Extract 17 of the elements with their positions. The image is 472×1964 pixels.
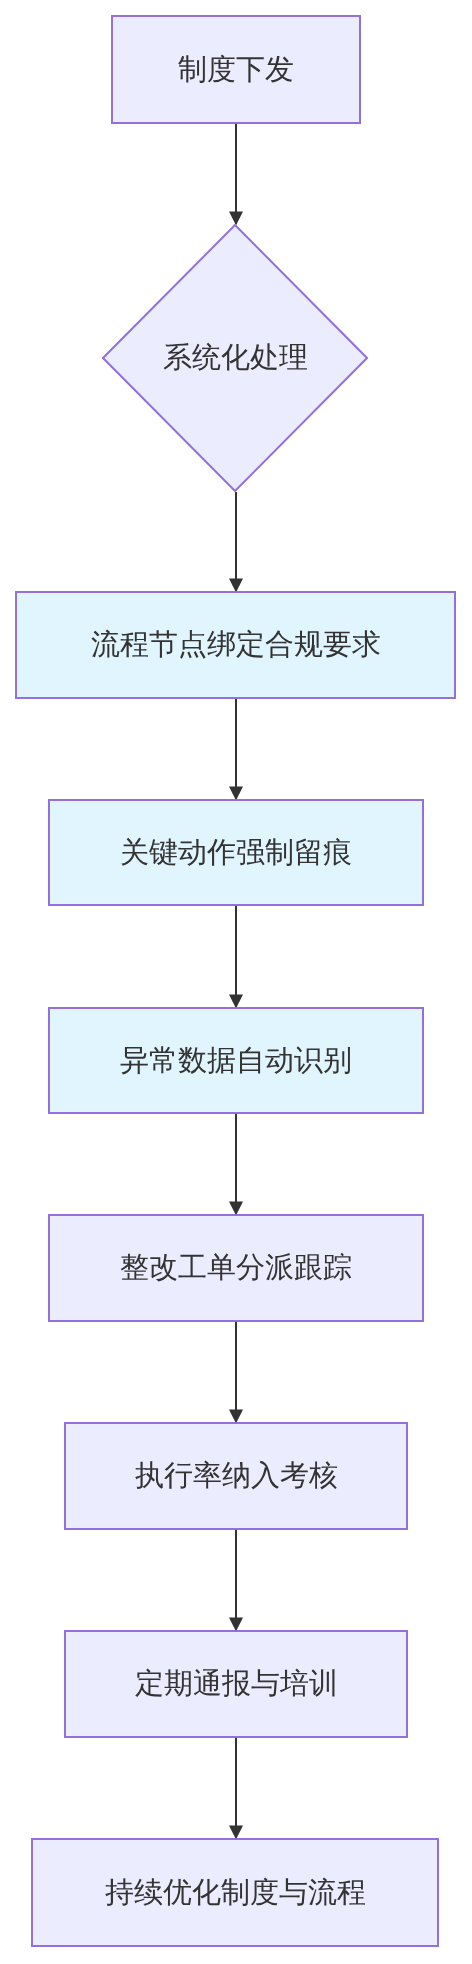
- process-box: 异常数据自动识别: [48, 1007, 424, 1114]
- process-box: 定期通报与培训: [64, 1630, 408, 1738]
- arrow: [229, 491, 243, 593]
- arrow: [229, 698, 243, 801]
- process-box: 执行率纳入考核: [64, 1422, 408, 1530]
- arrow: [229, 123, 243, 226]
- arrow: [229, 1737, 243, 1840]
- process-box: 关键动作强制留痕: [48, 799, 424, 906]
- arrow: [229, 905, 243, 1009]
- arrow: [229, 1113, 243, 1216]
- decision-diamond: 系统化处理: [102, 224, 368, 492]
- process-box: 持续优化制度与流程: [31, 1838, 439, 1947]
- arrow: [229, 1529, 243, 1632]
- arrow: [229, 1321, 243, 1424]
- process-box: 整改工单分派跟踪: [48, 1214, 424, 1322]
- process-box: 流程节点绑定合规要求: [15, 591, 456, 699]
- process-box: 制度下发: [111, 15, 361, 124]
